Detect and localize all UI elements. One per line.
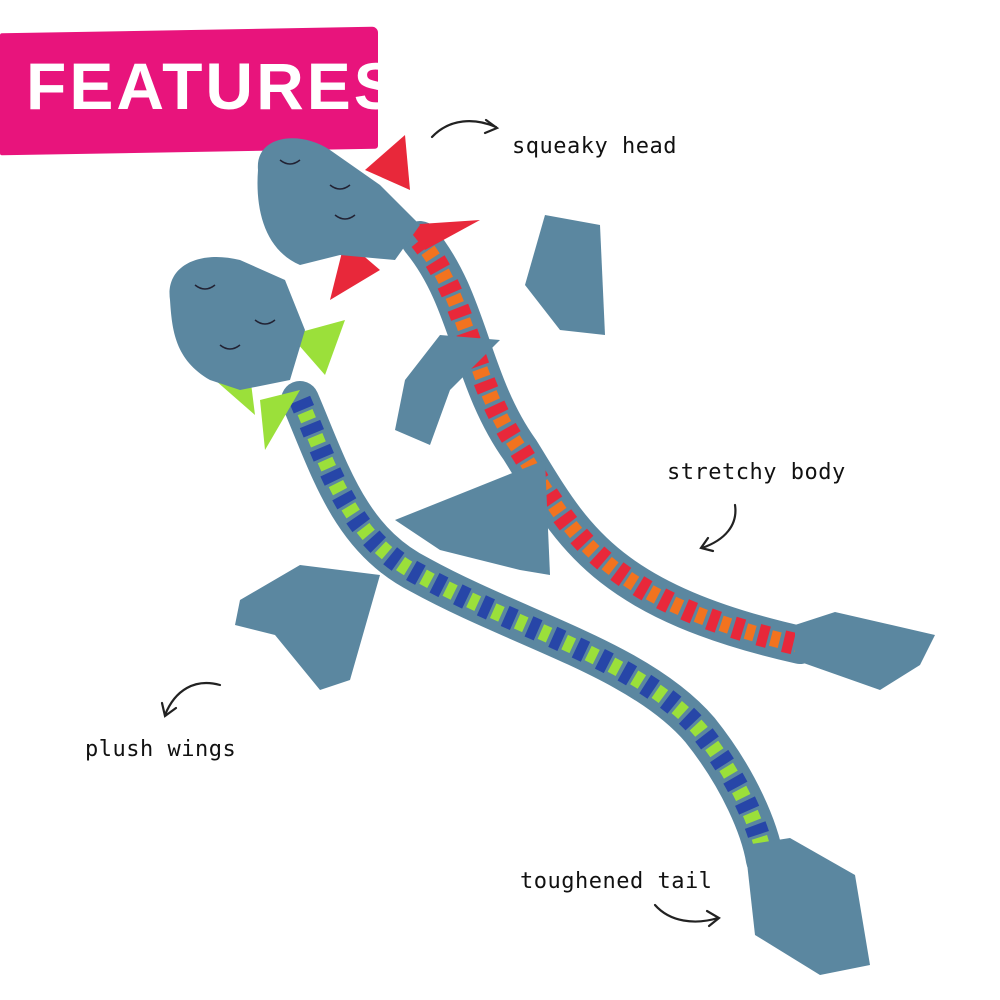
red-dragon-wing-left [395,335,500,445]
red-dragon-tail [795,612,935,690]
green-dragon-wing-left [235,565,380,690]
red-dragon-horn [365,135,410,190]
green-dragon-horn [260,390,300,450]
callout-toughened-tail: toughened tail [520,869,713,894]
arrow-icon [430,118,500,139]
green-dragon-toy [169,256,870,975]
green-dragon-tail [745,838,870,975]
green-dragon-wing-right [395,460,550,575]
arrow-icon [699,503,737,553]
arrow-icon [160,681,222,718]
features-title: FEATURES [26,49,401,123]
red-dragon-wing-right [525,215,605,335]
arrow-icon [653,903,721,928]
callout-plush-wings: plush wings [85,737,237,762]
red-dragon-head [257,138,420,265]
green-dragon-head [169,256,305,390]
red-dragon-horn [405,220,480,250]
red-dragon-toy [257,135,935,690]
callout-stretchy-body: stretchy body [667,460,846,485]
callout-squeaky-head: squeaky head [512,134,677,159]
